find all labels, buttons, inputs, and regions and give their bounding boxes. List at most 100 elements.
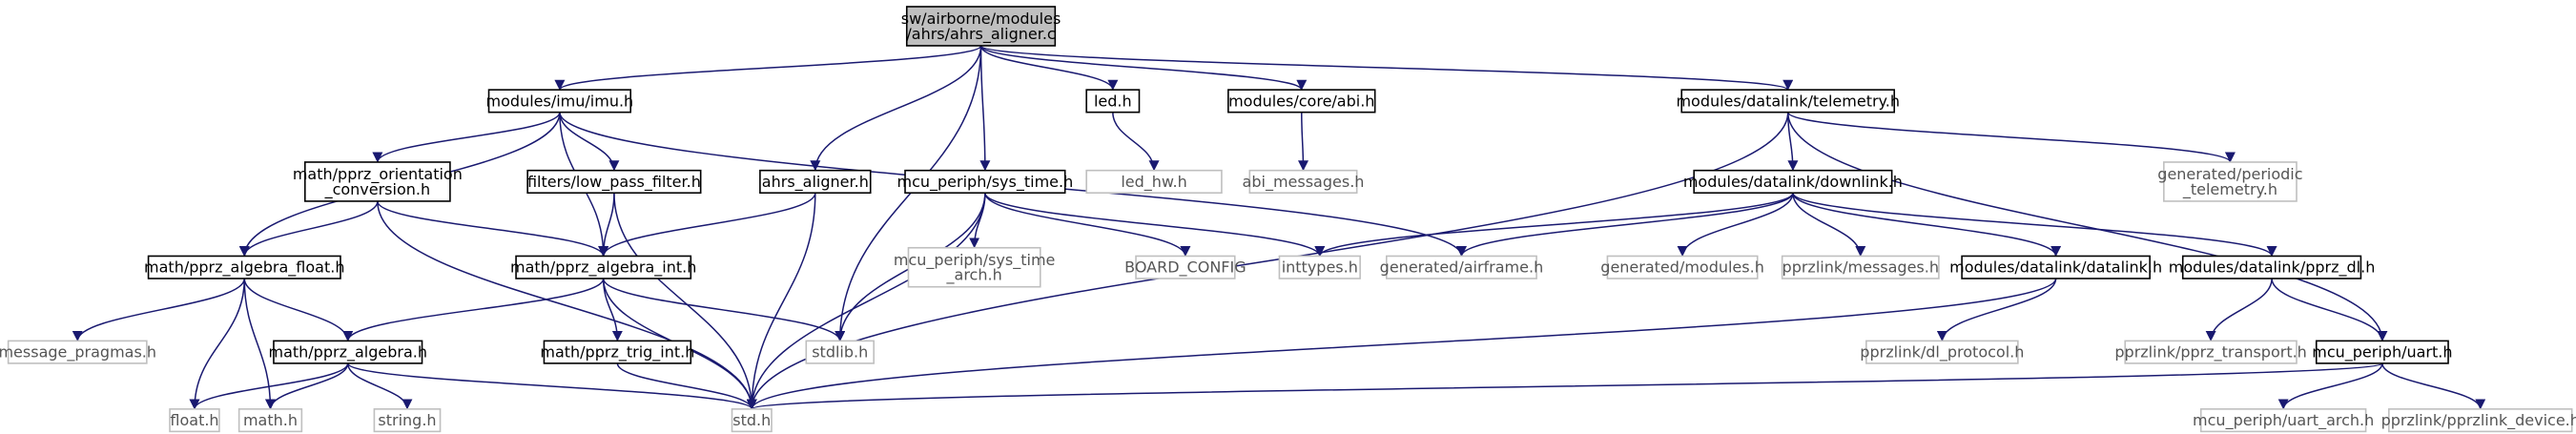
node-math_h[interactable]: math.h [237,408,303,433]
node-datalink[interactable]: modules/datalink/datalink.h [1949,255,2162,279]
node-label: std.h [732,411,771,429]
node-dl_protocol[interactable]: pprzlink/dl_protocol.h [1860,340,2024,364]
node-label: modules/datalink/telemetry.h [1676,92,1900,110]
edge-datalink-to-dl_protocol [1936,278,2057,341]
node-label: math/pprz_orientation [293,165,463,184]
node-label: mcu_periph/uart_arch.h [2193,411,2374,430]
edge-algebra_float-to-message_pragmas [72,278,246,341]
node-imu[interactable]: modules/imu/imu.h [486,89,634,114]
node-label: modules/datalink/pprz_dl.h [2169,258,2376,278]
node-label: /ahrs/ahrs_aligner.c [906,25,1055,44]
node-algebra[interactable]: math/pprz_algebra.h [268,340,427,364]
node-uart_arch[interactable]: mcu_periph/uart_arch.h [2193,408,2374,433]
node-label: pprzlink/pprz_transport.h [2114,343,2306,362]
node-label: pprzlink/pprzlink_device.h [2381,411,2576,430]
node-modules_gen[interactable]: generated/modules.h [1600,255,1764,279]
file-nodes: sw/airborne/modules/ahrs/ahrs_aligner.cm… [0,6,2576,433]
node-algebra_float[interactable]: math/pprz_algebra_float.h [144,255,344,279]
edge-pprz_dl-to-uart [2271,278,2388,341]
edge-datalink-to-std_h [746,278,2057,410]
node-pprz_dl[interactable]: modules/datalink/pprz_dl.h [2169,255,2376,279]
node-label: math.h [243,411,298,429]
node-label: modules/core/abi.h [1228,92,1374,110]
node-label: math/pprz_algebra.h [268,343,427,362]
edge-telemetry-to-uart [1786,112,2388,341]
edge-orientation-to-algebra_int [377,200,609,258]
node-label: pprzlink/messages.h [1783,258,1939,277]
edge-downlink-to-inttypes [1314,192,1794,258]
node-algebra_int[interactable]: math/pprz_algebra_int.h [510,255,696,279]
node-std_h[interactable]: std.h [731,408,773,433]
edge-pprz_dl-to-pprz_transport [2205,278,2273,341]
node-sys_time[interactable]: mcu_periph/sys_time.h [896,169,1073,195]
node-label: ahrs_aligner.h [762,173,869,192]
node-label: mcu_periph/sys_time [894,251,1056,270]
edge-imu-to-low_pass [559,112,620,172]
edge-low_pass-to-std_h [613,193,757,410]
node-label: string.h [378,411,436,429]
node-low_pass[interactable]: filters/low_pass_filter.h [526,169,702,195]
node-abi[interactable]: modules/core/abi.h [1227,89,1376,114]
node-label: message_pragmas.h [0,343,156,362]
node-label: float.h [170,411,218,429]
edge-root-to-telemetry [979,45,1793,91]
node-board_config[interactable]: BOARD_CONFIG [1124,255,1247,279]
node-label: modules/datalink/downlink.h [1683,173,1903,191]
node-label: abi_messages.h [1243,173,1365,192]
node-pprzlink_messages[interactable]: pprzlink/messages.h [1781,255,1940,279]
node-message_pragmas[interactable]: message_pragmas.h [0,340,156,364]
node-trig_int[interactable]: math/pprz_trig_int.h [540,340,694,364]
node-label: generated/airframe.h [1380,258,1544,277]
node-label: pprzlink/dl_protocol.h [1860,343,2024,362]
edge-algebra_int-to-algebra [342,278,605,341]
node-stdlib[interactable]: stdlib.h [805,340,875,364]
node-string_h[interactable]: string.h [373,408,442,433]
node-led_hw[interactable]: led_hw.h [1085,169,1223,195]
node-label: sw/airborne/modules [901,10,1061,28]
node-ahrs_aligner_h[interactable]: ahrs_aligner.h [759,169,872,195]
edge-downlink-to-airframe [1456,192,1794,258]
node-label: _arch.h [946,266,1002,285]
edge-sys_time-to-std_h [746,193,986,410]
node-label: mcu_periph/uart.h [2312,343,2452,362]
edge-root-to-sys_time [979,45,991,172]
node-downlink[interactable]: modules/datalink/downlink.h [1683,169,1903,195]
node-pprzlink_device[interactable]: pprzlink/pprzlink_device.h [2381,408,2576,433]
edge-root-to-ahrs_aligner_h [810,45,982,172]
dependency-edges [72,45,2486,410]
node-label: generated/periodic [2157,165,2302,183]
edge-imu-to-orientation [372,112,561,163]
node-label: generated/modules.h [1600,258,1764,277]
node-label: math/pprz_algebra_float.h [144,258,344,278]
node-led[interactable]: led.h [1085,89,1141,114]
edge-downlink-to-pprzlink_messages [1792,193,1866,258]
node-airframe[interactable]: generated/airframe.h [1380,255,1544,279]
edge-abi-to-abi_messages [1297,112,1309,172]
node-abi_messages[interactable]: abi_messages.h [1243,169,1365,195]
edge-ahrs_aligner_h-to-std_h [746,193,816,410]
node-label: led_hw.h [1121,173,1186,192]
edge-sys_time-to-inttypes [984,192,1326,258]
node-label: modules/datalink/datalink.h [1949,258,2162,277]
node-pprz_transport[interactable]: pprzlink/pprz_transport.h [2114,340,2307,364]
node-label: _telemetry.h [2182,180,2277,199]
edge-downlink-to-modules_gen [1677,193,1794,258]
node-telemetry[interactable]: modules/datalink/telemetry.h [1676,89,1900,114]
node-inttypes[interactable]: inttypes.h [1278,255,1361,279]
node-root[interactable]: sw/airborne/modules/ahrs/ahrs_aligner.c [901,6,1061,47]
edge-algebra-to-std_h [346,362,757,410]
node-label: inttypes.h [1282,258,1358,277]
edge-algebra_float-to-math_h [243,279,276,410]
node-float_h[interactable]: float.h [169,408,220,433]
edge-ahrs_aligner_h-to-algebra_int [598,193,816,258]
node-uart[interactable]: mcu_periph/uart.h [2312,340,2453,364]
node-sys_time_arch[interactable]: mcu_periph/sys_time_arch.h [894,246,1056,288]
edge-root-to-abi [979,45,1308,91]
node-label: math/pprz_trig_int.h [540,343,694,362]
node-orientation[interactable]: math/pprz_orientation_conversion.h [293,161,463,202]
node-periodic[interactable]: generated/periodic_telemetry.h [2157,161,2303,202]
node-label: math/pprz_algebra_int.h [510,258,696,278]
edge-algebra-to-string_h [346,362,413,410]
edge-uart-to-std_h [747,362,2383,410]
